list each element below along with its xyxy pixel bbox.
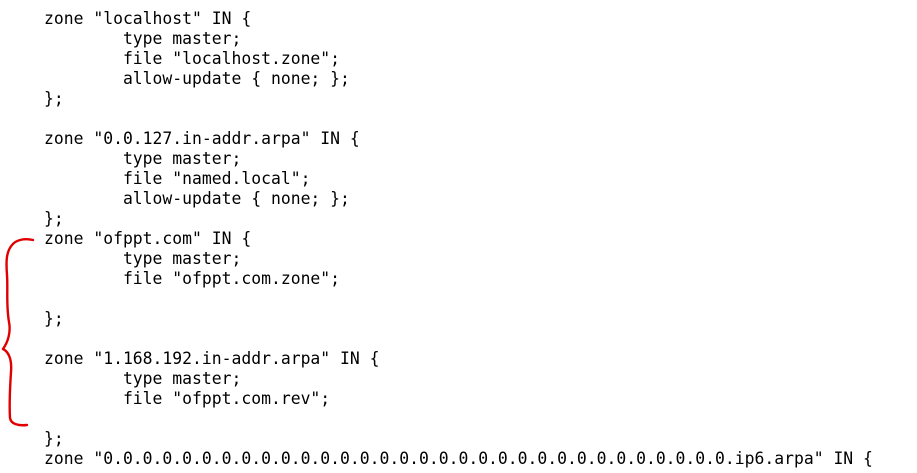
red-brace-annotation <box>1 238 35 427</box>
config-line: zone "0.0.127.in-addr.arpa" IN { <box>44 129 360 148</box>
config-line: zone "localhost" IN { <box>44 9 252 28</box>
config-line: }; <box>44 429 64 448</box>
config-line: }; <box>44 309 64 328</box>
config-line: file "localhost.zone"; <box>44 49 341 68</box>
config-line: allow-update { none; }; <box>44 69 350 88</box>
config-line: allow-update { none; }; <box>44 189 350 208</box>
config-line: zone "ofppt.com" IN { <box>44 229 252 248</box>
brace-stroke <box>1 238 35 427</box>
config-line: type master; <box>44 149 242 168</box>
config-line: file "ofppt.com.rev"; <box>44 389 331 408</box>
config-line: type master; <box>44 369 242 388</box>
config-line: type master; <box>44 249 242 268</box>
config-line: file "named.local"; <box>44 169 311 188</box>
config-line: }; <box>44 209 64 228</box>
config-line: type master; <box>44 29 242 48</box>
config-line: }; <box>44 89 64 108</box>
config-line: file "ofppt.com.zone"; <box>44 269 341 288</box>
config-line: zone "1.168.192.in-addr.arpa" IN { <box>44 349 380 368</box>
config-line: zone "0.0.0.0.0.0.0.0.0.0.0.0.0.0.0.0.0.… <box>44 449 873 468</box>
